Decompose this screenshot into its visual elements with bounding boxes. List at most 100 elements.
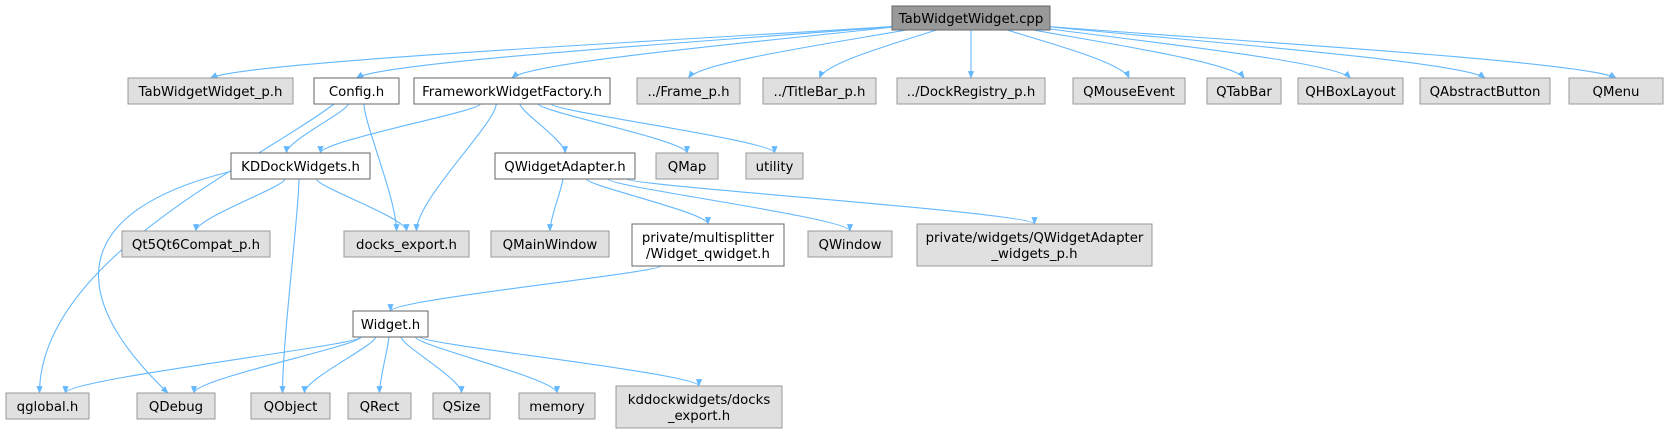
edge-fwf-to-dex [413, 103, 497, 232]
node-label: TabWidgetWidget.cpp [898, 12, 1044, 27]
node-qhb[interactable]: QHBoxLayout [1297, 77, 1404, 105]
edge-kdd-to-qdbg [98, 168, 242, 394]
edge-root-to-qab [1041, 25, 1486, 79]
node-label: _export.h [667, 409, 730, 424]
node-qrect[interactable]: QRect [347, 392, 412, 420]
edge-root-to-qhb [1027, 25, 1352, 79]
edge-root-to-qtb [1011, 25, 1245, 79]
edge-qwa-to-pwq [626, 178, 1038, 225]
node-box [490, 230, 610, 258]
node-label: kddockwidgets/docks [628, 393, 771, 408]
edge-wdg-to-qobj [301, 336, 377, 394]
node-box [518, 392, 596, 420]
node-label: KDDockWidgets.h [241, 160, 360, 175]
node-tbp[interactable]: ../TitleBar_p.h [762, 77, 877, 105]
node-cfg[interactable]: Config.h [313, 77, 400, 105]
node-fwf[interactable]: FrameworkWidgetFactory.h [413, 77, 611, 105]
node-wdg[interactable]: Widget.h [352, 310, 429, 338]
node-mem[interactable]: memory [518, 392, 596, 420]
node-qmw[interactable]: QMainWindow [490, 230, 610, 258]
node-pwq[interactable]: private/widgets/QWidgetAdapter_widgets_p… [916, 223, 1153, 267]
node-label: QRect [360, 400, 400, 415]
node-label: QWidgetAdapter.h [504, 160, 625, 175]
edge-wdg-to-qrect [376, 336, 390, 394]
node-label: memory [529, 400, 585, 415]
node-label: ../DockRegistry_p.h [907, 85, 1036, 100]
node-label: _widgets_p.h [990, 247, 1077, 262]
node-qt5[interactable]: Qt5Qt6Compat_p.h [121, 230, 271, 258]
edge-qwa-to-qwin [607, 178, 853, 232]
node-box [347, 392, 412, 420]
node-frm[interactable]: ../Frame_p.h [636, 77, 741, 105]
edge-qwa-to-pmw [585, 178, 712, 225]
node-qme[interactable]: QMouseEvent [1072, 77, 1186, 105]
edge-root-to-qme [994, 25, 1130, 79]
node-label: private/widgets/QWidgetAdapter [926, 231, 1144, 246]
node-qsize[interactable]: QSize [432, 392, 491, 420]
node-label: QWindow [819, 238, 882, 253]
edge-wdg-to-qsize [400, 336, 465, 394]
node-box [807, 230, 893, 258]
node-dex[interactable]: docks_export.h [343, 230, 470, 258]
node-box [896, 77, 1046, 105]
node-box [1206, 77, 1282, 105]
node-label: utility [756, 160, 794, 175]
node-label: ../Frame_p.h [647, 85, 729, 100]
edge-kdd-to-qt5 [192, 178, 286, 232]
edge-root-to-tbp [818, 25, 949, 79]
edge-fwf-to-qwa [519, 103, 569, 154]
node-kdd[interactable]: KDDockWidgets.h [230, 152, 371, 180]
edge-kdd-to-qobj [279, 178, 300, 394]
node-box [655, 152, 719, 180]
node-box [494, 152, 636, 180]
edge-root-to-frm [688, 25, 929, 79]
edge-wdg-to-kdx [419, 336, 702, 387]
node-label: Widget.h [361, 318, 420, 333]
node-drp[interactable]: ../DockRegistry_p.h [896, 77, 1046, 105]
node-box [636, 77, 741, 105]
node-box [631, 223, 785, 267]
node-qab[interactable]: QAbstractButton [1419, 77, 1551, 105]
node-label: QObject [264, 400, 318, 415]
node-label: QHBoxLayout [1305, 85, 1395, 100]
node-qwin[interactable]: QWindow [807, 230, 893, 258]
node-qdbg[interactable]: QDebug [136, 392, 216, 420]
node-qmap[interactable]: QMap [655, 152, 719, 180]
node-box [230, 152, 371, 180]
edge-cfg-to-dex [363, 103, 400, 232]
edge-wdg-to-qdbg [191, 336, 362, 394]
node-label: QSize [443, 400, 481, 415]
node-box [343, 230, 470, 258]
edge-fwf-to-util [550, 103, 778, 154]
node-box [250, 392, 331, 420]
edge-cfg-to-kdd [283, 103, 349, 154]
node-label: QMainWindow [503, 238, 598, 253]
node-label: QTabBar [1216, 85, 1272, 100]
edge-pmw-to-wdg [387, 265, 661, 312]
node-twp[interactable]: TabWidgetWidget_p.h [127, 77, 294, 105]
node-qtb[interactable]: QTabBar [1206, 77, 1282, 105]
node-box [136, 392, 216, 420]
node-label: private/multisplitter [642, 231, 775, 246]
node-box [762, 77, 877, 105]
node-qobj[interactable]: QObject [250, 392, 331, 420]
node-qgl[interactable]: qglobal.h [5, 392, 90, 420]
node-box [432, 392, 491, 420]
node-label: Qt5Qt6Compat_p.h [132, 238, 260, 253]
edge-fwf-to-kdd [317, 103, 481, 154]
edge-root-to-fwf [511, 25, 903, 79]
edges-layer [36, 25, 1617, 394]
node-box [891, 5, 1051, 31]
node-box [121, 230, 271, 258]
node-root[interactable]: TabWidgetWidget.cpp [891, 5, 1051, 31]
node-kdx[interactable]: kddockwidgets/docks_export.h [615, 385, 783, 429]
node-box [5, 392, 90, 420]
node-util[interactable]: utility [745, 152, 804, 180]
edge-fwf-to-qmap [537, 103, 690, 154]
node-qmn[interactable]: QMenu [1568, 77, 1664, 105]
node-label: docks_export.h [356, 238, 457, 253]
node-label: QDebug [149, 400, 203, 415]
node-pmw[interactable]: private/multisplitter/Widget_qwidget.h [631, 223, 785, 267]
node-qwa[interactable]: QWidgetAdapter.h [494, 152, 636, 180]
